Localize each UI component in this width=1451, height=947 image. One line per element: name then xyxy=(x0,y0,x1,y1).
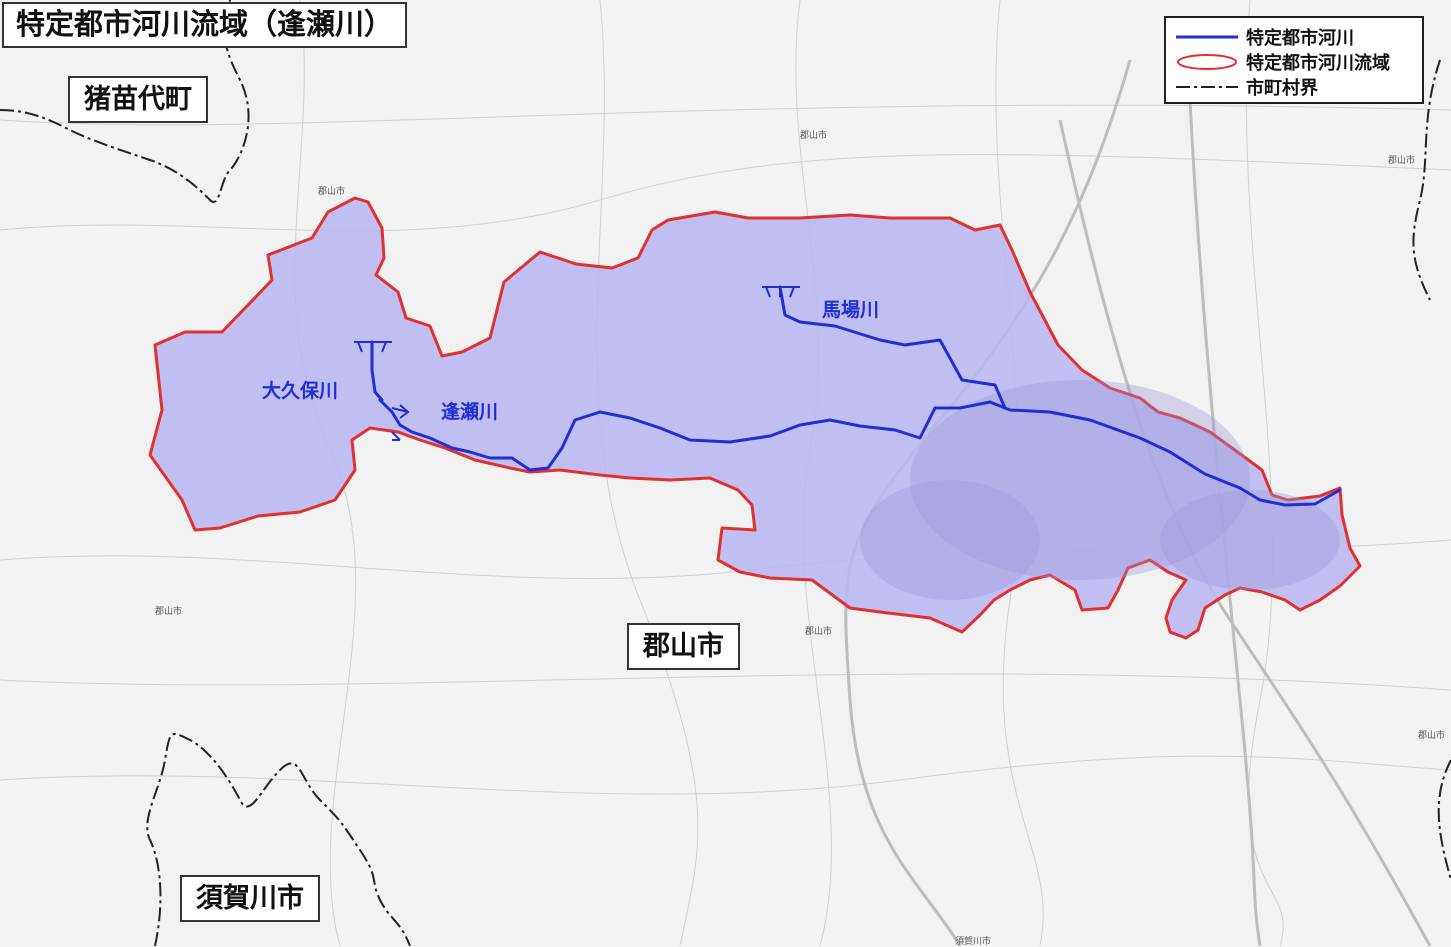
ause-source-marker xyxy=(391,404,410,441)
map-small-label: 郡山市 xyxy=(800,131,828,141)
baba-river-line xyxy=(778,285,1007,410)
okubo-source-marker xyxy=(354,341,392,353)
page-title: 特定都市河川流域（逢瀬川） xyxy=(2,2,408,48)
map-small-label: 郡山市 xyxy=(805,627,833,637)
map-small-label: 郡山市 xyxy=(155,607,183,617)
map-small-label: 郡山市 xyxy=(1418,731,1446,741)
blue-line-icon xyxy=(1174,27,1240,47)
urban-texture xyxy=(860,380,1340,600)
okubo-river-line xyxy=(370,340,384,402)
municipality-label-koriyama: 郡山市 xyxy=(627,623,740,670)
dash-dot-line-icon xyxy=(1174,77,1240,97)
municipality-label-inawashiro: 猪苗代町 xyxy=(68,76,208,123)
legend-item-boundary: 市町村界 xyxy=(1174,74,1414,99)
map-small-label: 須賀川市 xyxy=(955,937,992,947)
river-label-baba: 馬場川 xyxy=(822,299,880,321)
ause-river-line xyxy=(378,398,1342,507)
rivers xyxy=(370,285,1342,507)
baba-source-marker xyxy=(762,286,800,298)
river-label-okubo: 大久保川 xyxy=(262,380,339,402)
red-ellipse-icon xyxy=(1174,52,1240,72)
municipality-label-sukagawa: 須賀川市 xyxy=(180,875,320,922)
legend-label: 特定都市河川 xyxy=(1246,27,1354,49)
basin-area xyxy=(148,196,1362,640)
map-small-label: 郡山市 xyxy=(318,187,346,197)
river-markers xyxy=(354,286,800,441)
map-legend: 特定都市河川 特定都市河川流域 市町村界 xyxy=(1164,16,1424,104)
legend-item-basin: 特定都市河川流域 xyxy=(1174,49,1414,74)
river-label-ause: 逢瀬川 xyxy=(441,401,499,423)
legend-item-river: 特定都市河川 xyxy=(1174,24,1414,49)
legend-label: 市町村界 xyxy=(1246,77,1318,99)
map-small-label: 郡山市 xyxy=(1388,156,1416,166)
legend-label: 特定都市河川流域 xyxy=(1246,52,1390,74)
